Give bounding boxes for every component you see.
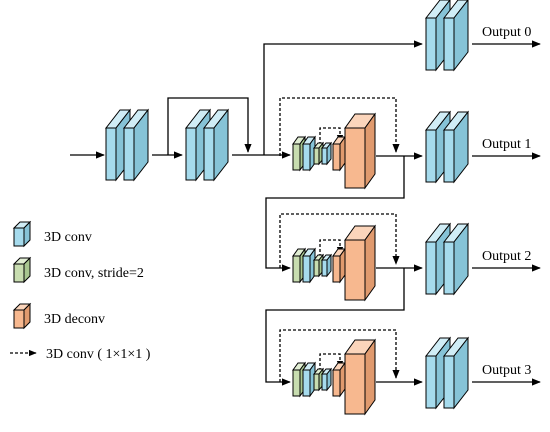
output-block-3 bbox=[424, 336, 470, 410]
output-block-2 bbox=[424, 222, 470, 296]
output-label-2: Output 2 bbox=[482, 249, 531, 264]
unet-3 bbox=[292, 338, 376, 416]
unet-2 bbox=[292, 224, 376, 302]
unet-1-conv-2 bbox=[320, 141, 333, 166]
output-labels: Output 0 Output 1 Output 2 Output 3 bbox=[482, 25, 531, 378]
cascade-2-to-3 bbox=[265, 268, 405, 386]
encoder-block-1-slab-b bbox=[122, 108, 150, 182]
legend-label-2: 3D deconv bbox=[44, 312, 105, 327]
output-block-1-slab-b bbox=[442, 110, 470, 184]
unet-2-inner-skip bbox=[319, 239, 344, 257]
encoder-block-2 bbox=[184, 108, 230, 182]
unet-2-deconv-small bbox=[332, 247, 346, 284]
output-block-2-slab-b bbox=[442, 222, 470, 296]
blocks bbox=[104, 0, 470, 416]
output-block-1 bbox=[424, 110, 470, 184]
unet-1-conv-1 bbox=[302, 135, 316, 172]
unet-3-conv-1 bbox=[302, 361, 316, 398]
stride-conv-block-icon bbox=[12, 256, 32, 284]
arrow-to-output0 bbox=[263, 40, 423, 155]
unet-1-inner-skip bbox=[319, 127, 344, 145]
cascade-1-to-2 bbox=[265, 156, 405, 272]
unet-3-conv-2 bbox=[320, 367, 333, 392]
legend-label-1: 3D conv, stride=2 bbox=[44, 266, 144, 281]
connections bbox=[70, 40, 541, 386]
legend: 3D conv 3D conv, stride=2 3D deconv 3D conv… bbox=[10, 220, 151, 362]
output-label-3: Output 3 bbox=[482, 363, 531, 378]
residual-skip-block2 bbox=[167, 97, 252, 155]
outer-skip-3 bbox=[279, 329, 400, 382]
encoder-block-2-slab-b bbox=[202, 108, 230, 182]
unet-3-inner-skip bbox=[319, 353, 344, 371]
unet-1-deconv-small bbox=[332, 135, 346, 172]
encoder-block-1 bbox=[104, 108, 150, 182]
unet-3-deconv-large bbox=[344, 338, 376, 416]
unet-1 bbox=[292, 112, 376, 190]
legend-label-0: 3D conv bbox=[44, 230, 92, 245]
unet-1-deconv-large bbox=[344, 112, 376, 190]
conv-block-icon bbox=[12, 220, 32, 248]
unet-2-conv-1 bbox=[302, 247, 316, 284]
output-label-0: Output 0 bbox=[482, 25, 531, 40]
outer-skip-1 bbox=[279, 97, 400, 156]
unet-2-conv-2 bbox=[320, 253, 333, 278]
deconv-block-icon bbox=[12, 302, 32, 330]
output-block-0-slab-b bbox=[442, 0, 469, 72]
legend-label-3: 3D conv ( 1×1×1 ) bbox=[46, 347, 151, 362]
output-label-1: Output 1 bbox=[482, 137, 531, 152]
output-block-3-slab-b bbox=[442, 336, 470, 410]
unet-3-deconv-small bbox=[332, 361, 346, 398]
encoder-block-1-slab-a bbox=[104, 108, 132, 182]
outer-skip-2 bbox=[279, 213, 400, 268]
output-block-0 bbox=[424, 0, 469, 72]
unet-2-deconv-large bbox=[344, 224, 376, 302]
